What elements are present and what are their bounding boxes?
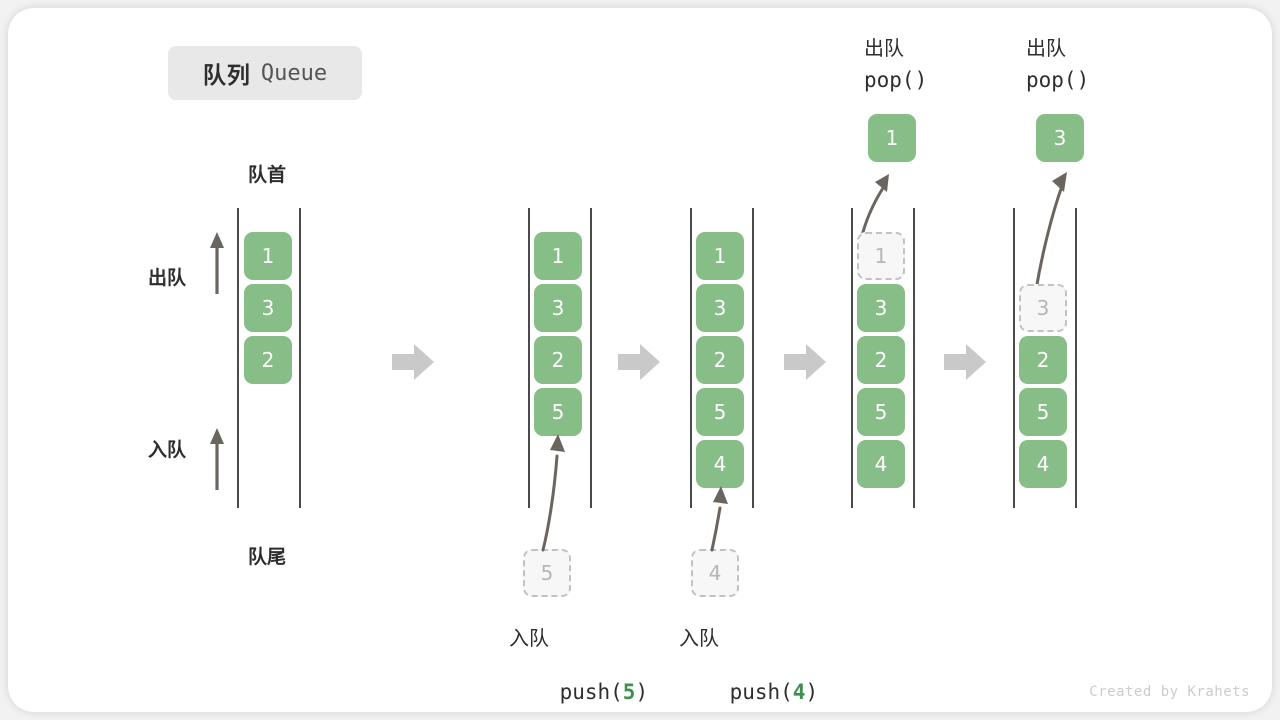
queue-element: 3 — [857, 284, 905, 332]
queue-element: 2 — [534, 336, 582, 384]
push-arg: 5 — [622, 680, 636, 704]
push-arrow-icon — [700, 486, 738, 552]
title-en: Queue — [260, 60, 328, 86]
step-arrow-icon — [618, 342, 660, 382]
queue-element: 1 — [244, 232, 292, 280]
step-arrow-icon — [944, 342, 986, 382]
rail-left-col4 — [851, 208, 853, 508]
popped-element: 1 — [868, 114, 916, 162]
queue-element: 1 — [696, 232, 744, 280]
push-arrow-icon — [524, 434, 570, 552]
queue-element: 2 — [1019, 336, 1067, 384]
rail-left-col1 — [237, 208, 239, 508]
popped-element: 3 — [1036, 114, 1084, 162]
push-caption-code: push(5) — [509, 656, 649, 720]
diagram-title-chip: 队列 Queue — [168, 46, 362, 100]
queue-element-new: 5 — [534, 388, 582, 436]
queue-rear-label: 队尾 — [247, 546, 286, 568]
push-caption-cn: 入队 — [679, 626, 719, 650]
queue-element: 2 — [857, 336, 905, 384]
step-arrow-icon — [784, 342, 826, 382]
rail-right-col1 — [299, 208, 301, 508]
enqueue-arrow-icon — [206, 428, 228, 490]
pop-header-code: pop() — [1026, 68, 1090, 92]
queue-element: 4 — [857, 440, 905, 488]
pop-arrow-icon — [855, 168, 903, 242]
push-fn-name: push( — [729, 680, 793, 704]
enqueue-direction-label: 入队 — [148, 439, 187, 461]
pop-header-code: pop() — [864, 68, 928, 92]
push-paren-close: ) — [635, 680, 649, 704]
rail-left-col3 — [690, 208, 692, 508]
incoming-element-ghost: 5 — [523, 549, 571, 597]
queue-element: 5 — [857, 388, 905, 436]
popped-element-ghost: 1 — [857, 232, 905, 280]
pop-header-cn: 出队 — [1026, 36, 1066, 60]
title-cn: 队列 — [202, 63, 251, 89]
queue-element: 4 — [1019, 440, 1067, 488]
incoming-element-ghost: 4 — [691, 549, 739, 597]
queue-element: 5 — [1019, 388, 1067, 436]
queue-element-new: 4 — [696, 440, 744, 488]
push-fn-name: push( — [559, 680, 623, 704]
push-caption-code: push(4) — [679, 656, 819, 720]
queue-element: 1 — [534, 232, 582, 280]
rail-right-col3 — [752, 208, 754, 508]
pop-arrow-icon — [1018, 168, 1074, 292]
queue-element: 5 — [696, 388, 744, 436]
queue-element: 2 — [696, 336, 744, 384]
queue-element: 2 — [244, 336, 292, 384]
push-arg: 4 — [792, 680, 806, 704]
pop-header-cn: 出队 — [864, 36, 904, 60]
rail-right-col2 — [590, 208, 592, 508]
dequeue-direction-label: 出队 — [148, 267, 187, 289]
queue-element: 3 — [534, 284, 582, 332]
queue-element: 3 — [244, 284, 292, 332]
rail-left-col2 — [528, 208, 530, 508]
credit-label: Created by Krahets — [1089, 684, 1250, 700]
rail-right-col5 — [1075, 208, 1077, 508]
rail-left-col5 — [1013, 208, 1015, 508]
push-caption-cn: 入队 — [509, 626, 549, 650]
push-paren-close: ) — [805, 680, 819, 704]
dequeue-arrow-icon — [206, 232, 228, 294]
rail-right-col4 — [913, 208, 915, 508]
step-arrow-icon — [392, 342, 434, 382]
queue-front-label: 队首 — [247, 164, 286, 186]
queue-element: 3 — [696, 284, 744, 332]
popped-element-ghost: 3 — [1019, 284, 1067, 332]
